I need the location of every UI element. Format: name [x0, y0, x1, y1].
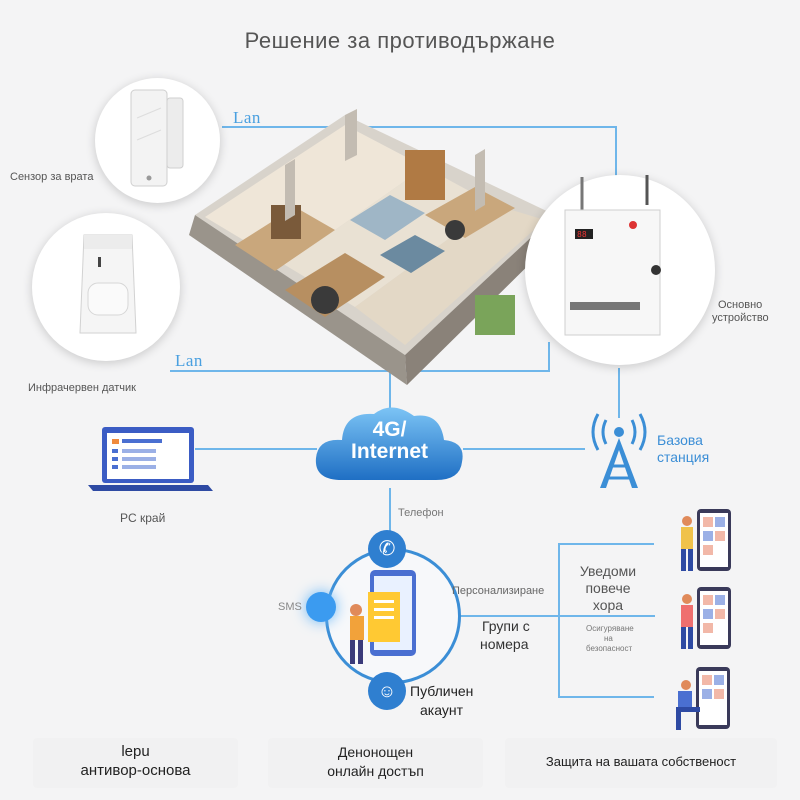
- hub-to-bracket-line: [455, 615, 655, 617]
- base-station-icon: [591, 413, 647, 488]
- door-sensor-label: Сензор за врата: [10, 171, 94, 183]
- main-device-display: 88: [577, 230, 587, 239]
- laptop-icon: [88, 427, 213, 491]
- wechat-icon[interactable]: ☺: [368, 672, 406, 710]
- person-phone-3: [676, 667, 730, 730]
- base-station-label-1: Базова: [657, 432, 703, 448]
- lan-label-bottom: Lan: [175, 351, 203, 370]
- person-phone-1: [681, 509, 731, 571]
- bottom-card-middle: [268, 738, 483, 788]
- cloud-icon: [315, 407, 463, 480]
- main-device-label-2: устройство: [712, 312, 769, 324]
- cloud-text-1: 4G/: [372, 418, 407, 441]
- lan-label-top: Lan: [233, 108, 261, 127]
- bracket-vertical: [558, 543, 560, 697]
- phone-app-illustration: [350, 570, 416, 664]
- notify-title-1: Уведоми: [579, 563, 637, 579]
- main-device-circle: 88: [525, 90, 715, 365]
- door-sensor-image: [130, 89, 184, 187]
- bottom-left-line2: антивор-основа: [80, 762, 191, 779]
- notify-title-3: хора: [592, 597, 624, 613]
- device-to-tower-line: [618, 368, 620, 418]
- bottom-card-left: [33, 738, 238, 788]
- main-device-image: 88: [564, 90, 661, 336]
- public-account-label-1: Публичен: [410, 683, 474, 699]
- house-floorplan: [189, 109, 559, 385]
- page-title: Решение за противодържане: [244, 28, 556, 53]
- security-label-2: на: [604, 634, 613, 643]
- groups-label-1: Групи с: [482, 618, 530, 634]
- notify-title-2: повече: [585, 580, 631, 596]
- lan-line-bottom: [170, 370, 550, 372]
- cloud-text-2: Internet: [350, 440, 428, 463]
- door-sensor-circle: [95, 78, 220, 203]
- infrared-sensor-label: Инфрачервен датчик: [28, 382, 136, 394]
- bracket-bottom: [558, 696, 654, 698]
- bottom-right-text: Защита на вашата собственост: [545, 754, 737, 769]
- bottom-middle-line1: Денонощен: [337, 744, 414, 760]
- infrared-sensor-image: [79, 234, 137, 334]
- cloud-to-tower-line: [463, 448, 585, 450]
- lan-line-bottom-rise: [548, 342, 550, 372]
- cloud-to-house-line: [389, 370, 391, 410]
- groups-label-2: номера: [480, 636, 529, 652]
- pc-label: PC край: [120, 511, 166, 525]
- base-station-label-2: станция: [657, 449, 710, 465]
- phone-label: Телефон: [398, 507, 444, 519]
- bottom-left-line1: lepu: [121, 743, 150, 760]
- cloud-to-hub-line: [389, 488, 391, 548]
- security-label-1: Осигуряване: [586, 624, 634, 633]
- public-account-label-2: акаунт: [420, 702, 463, 718]
- main-device-label-1: Основно: [718, 299, 763, 311]
- personalize-label: Персонализиране: [452, 585, 545, 597]
- lan-line-top: [222, 126, 617, 128]
- sms-label: SMS: [278, 601, 302, 613]
- bottom-card-right: [505, 738, 777, 788]
- phone-icon[interactable]: ✆: [368, 530, 406, 568]
- bracket-top: [558, 543, 654, 545]
- lan-line-top-drop: [615, 126, 617, 196]
- bottom-middle-line2: онлайн достъп: [327, 763, 424, 779]
- person-phone-2: [681, 587, 731, 649]
- infrared-sensor-circle: [32, 213, 180, 361]
- sms-icon[interactable]: [306, 592, 336, 622]
- pc-to-cloud-line: [195, 448, 317, 450]
- security-label-3: безопасност: [586, 644, 633, 653]
